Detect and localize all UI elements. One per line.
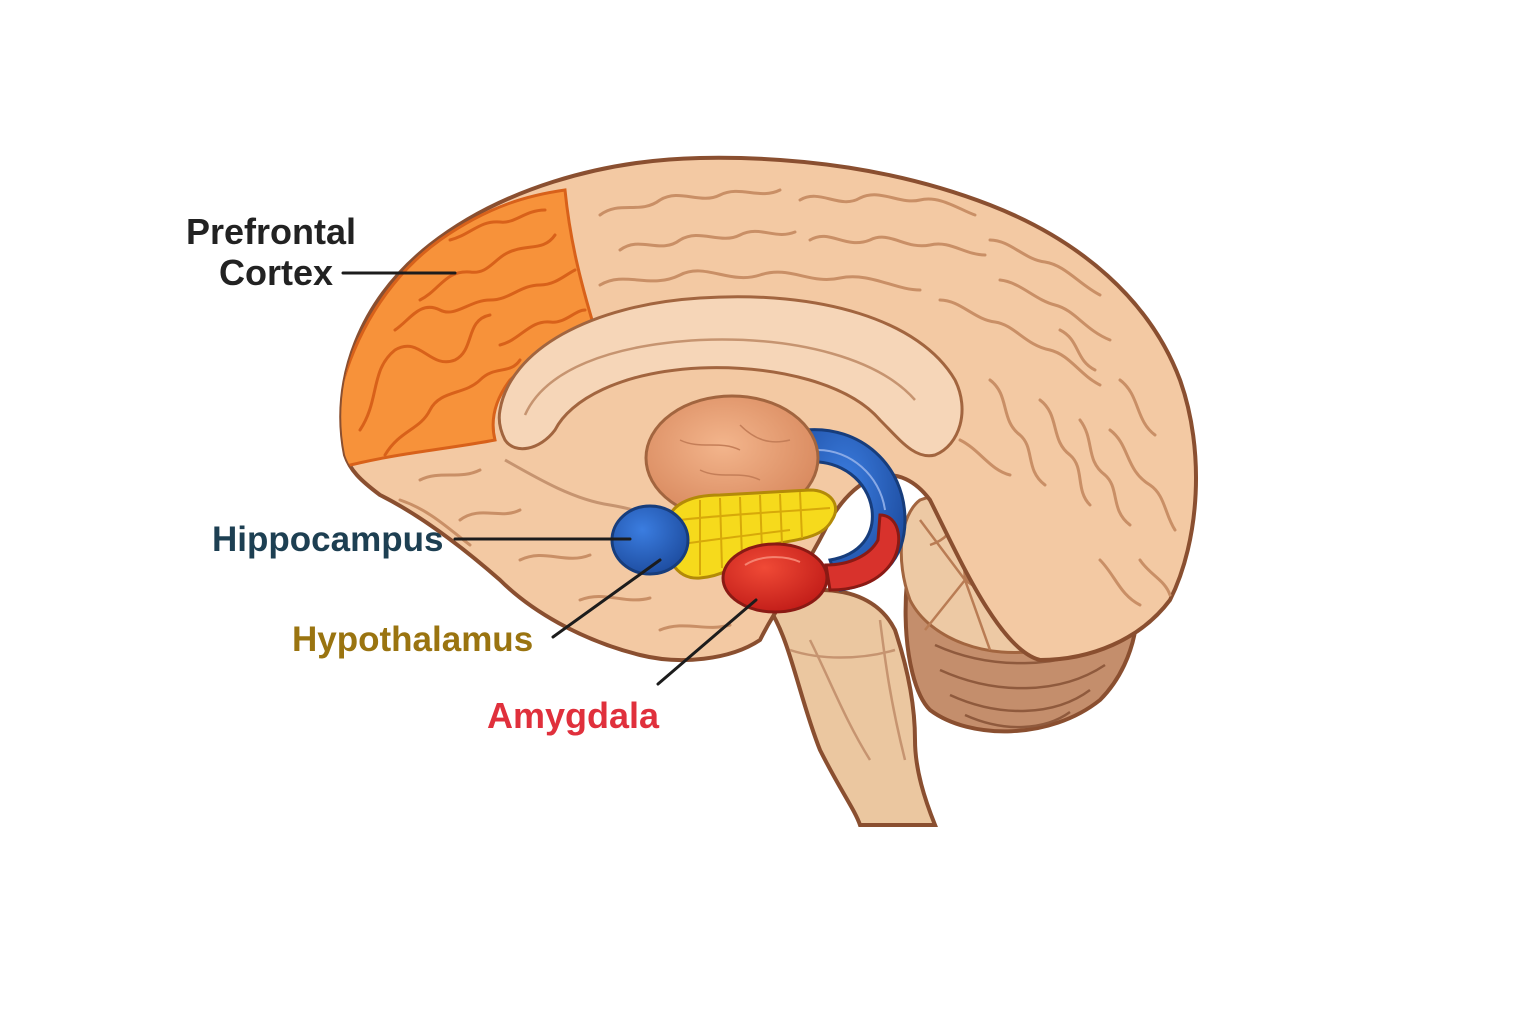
limbic-system	[610, 394, 907, 614]
corpus-callosum	[497, 295, 964, 458]
amygdala-label: Amygdala	[487, 695, 660, 736]
hypothalamus-leader	[551, 558, 662, 639]
hypothalamus-region	[665, 488, 838, 580]
hypothalamus-label: Hypothalamus	[292, 620, 533, 659]
amygdala-leader	[656, 598, 758, 686]
amygdala-region	[721, 542, 829, 614]
hippocampus-label: Hippocampus	[212, 520, 443, 559]
prefrontal-cortex-label-line2: Cortex	[219, 252, 333, 293]
prefrontal-cortex-label-line1: Prefrontal	[186, 211, 356, 252]
